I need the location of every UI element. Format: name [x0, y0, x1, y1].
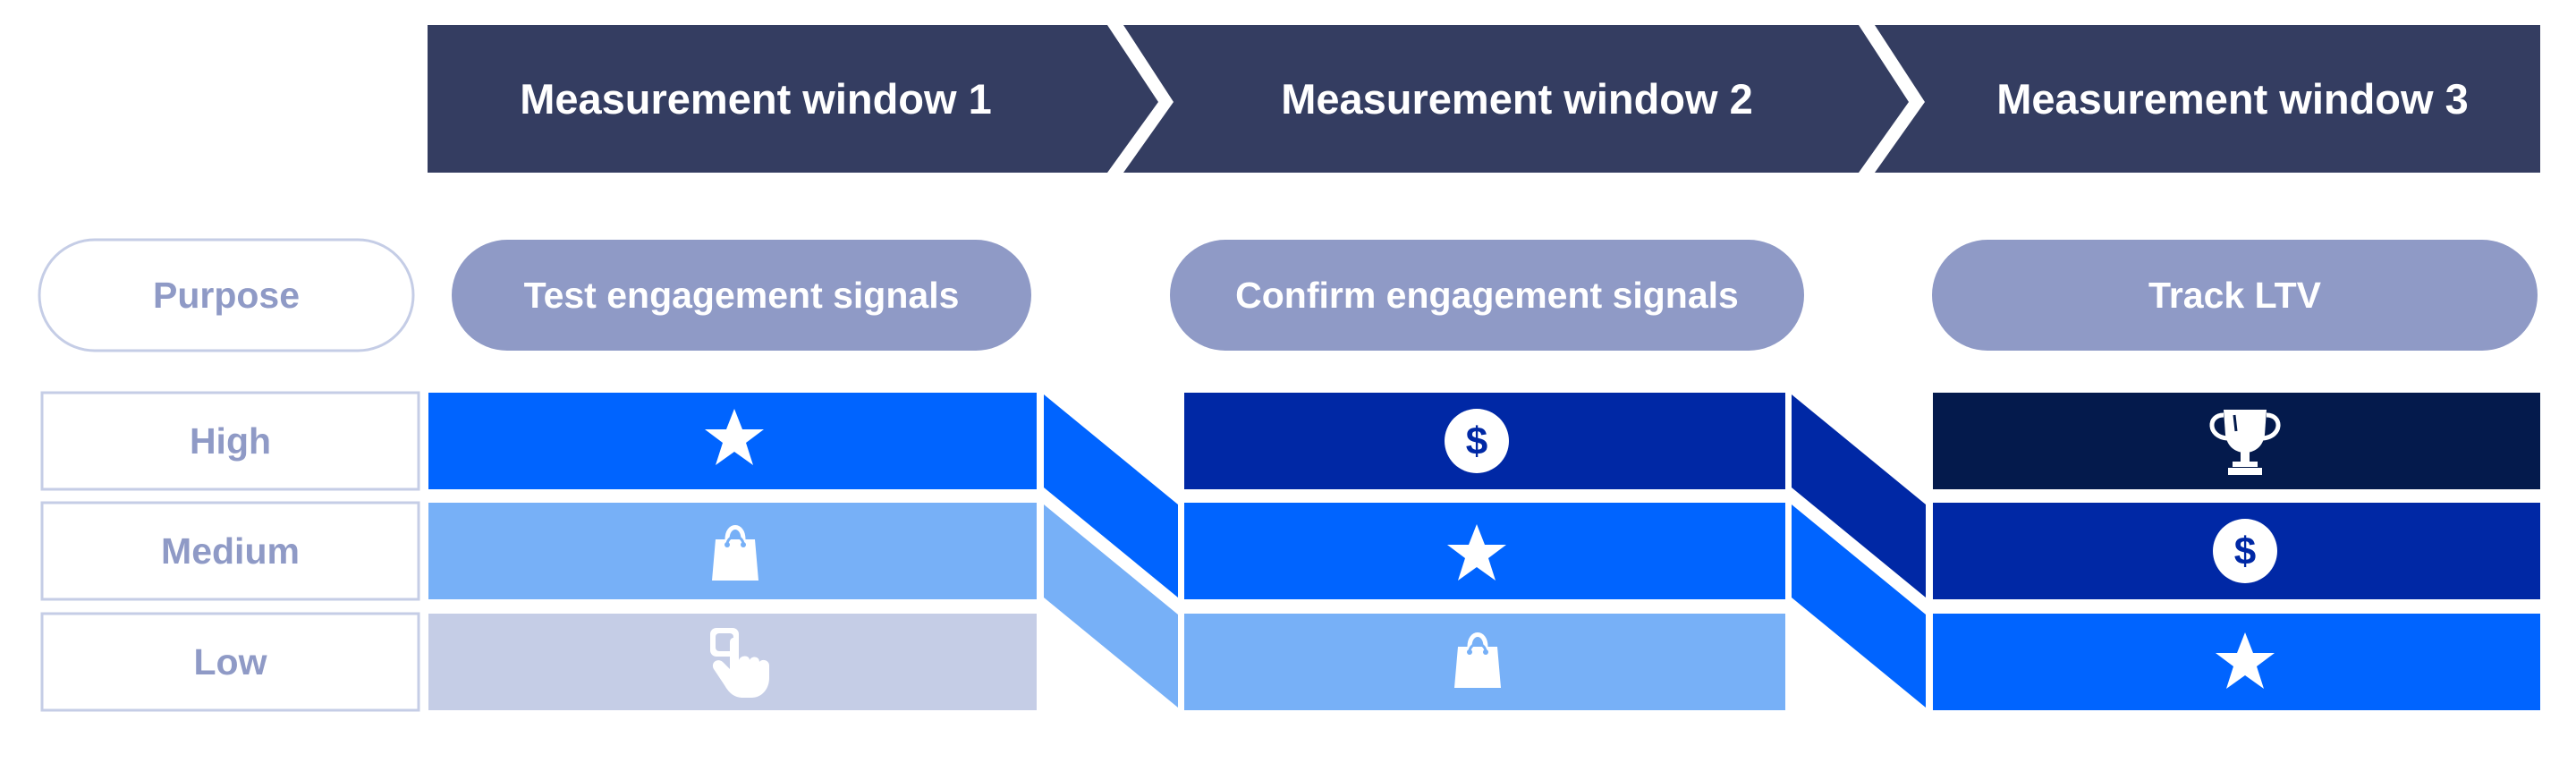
connector-1-high-to-medium [1044, 394, 1178, 598]
shopping-bag-icon [1454, 632, 1501, 688]
connector-2-high-to-medium [1792, 394, 1926, 598]
icons: $ $ [705, 409, 2281, 698]
purpose-pill-1 [452, 240, 1031, 351]
header-window-2 [1123, 25, 1909, 173]
svg-text:$: $ [2234, 530, 2256, 573]
connector-1-medium-to-low [1044, 504, 1178, 708]
trophy-icon [2209, 410, 2281, 475]
dollar-coin-icon: $ [1445, 409, 1509, 473]
connectors [1044, 394, 1926, 708]
level-label-box-high [40, 391, 420, 491]
purpose-row-label-box [38, 238, 415, 352]
tap-hand-icon [710, 628, 769, 698]
level-label-box-low [40, 612, 420, 712]
shopping-bag-icon [712, 525, 758, 581]
header-window-1 [428, 25, 1158, 173]
level-label-box-medium [40, 501, 420, 601]
dollar-coin-icon: $ [2213, 519, 2277, 583]
header-window-3 [1875, 25, 2540, 173]
level-labels [40, 391, 420, 712]
header-row [428, 25, 2540, 173]
purpose-row [38, 238, 2538, 352]
connector-2-medium-to-low [1792, 504, 1926, 708]
purpose-pill-3 [1932, 240, 2538, 351]
svg-text:$: $ [1466, 420, 1487, 463]
purpose-pill-2 [1170, 240, 1804, 351]
